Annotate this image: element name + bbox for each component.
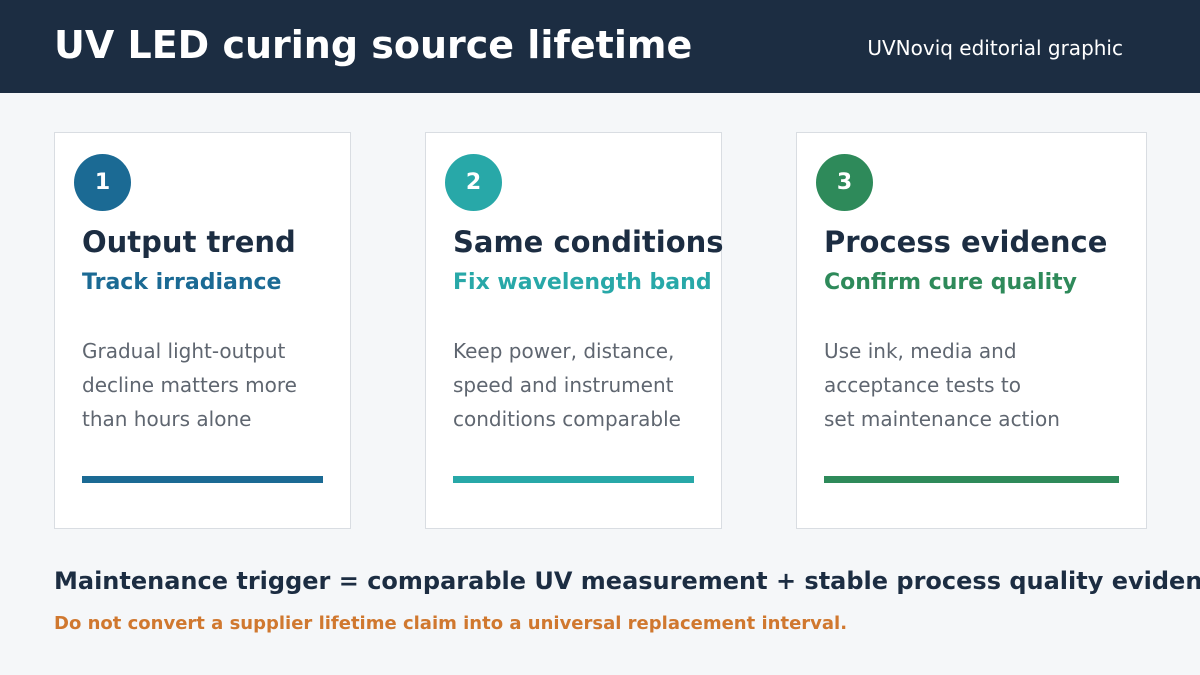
card-title: Process evidence xyxy=(824,225,1108,259)
card-body-line: acceptance tests to xyxy=(824,373,1021,397)
maintenance-trigger-statement: Maintenance trigger = comparable UV meas… xyxy=(54,567,1200,595)
card-body-line: conditions comparable xyxy=(453,407,681,431)
card-body-line: Use ink, media and xyxy=(824,339,1017,363)
card-accent-bar xyxy=(824,476,1119,483)
warning-note: Do not convert a supplier lifetime claim… xyxy=(54,613,848,634)
card-title: Same conditions xyxy=(453,225,724,259)
card-body-line: speed and instrument xyxy=(453,373,674,397)
card-body: Use ink, media and acceptance tests to s… xyxy=(824,334,1060,436)
step-number-badge: 1 xyxy=(74,154,131,211)
card-accent-bar xyxy=(82,476,323,483)
card-title: Output trend xyxy=(82,225,296,259)
card-accent-bar xyxy=(453,476,694,483)
card-output-trend: 1 Output trend Track irradiance Gradual … xyxy=(54,132,351,529)
card-body-line: Keep power, distance, xyxy=(453,339,675,363)
card-body-line: set maintenance action xyxy=(824,407,1060,431)
card-body: Gradual light-output decline matters mor… xyxy=(82,334,297,436)
card-subtitle: Fix wavelength band xyxy=(453,270,712,295)
card-process-evidence: 3 Process evidence Confirm cure quality … xyxy=(796,132,1147,529)
card-body: Keep power, distance, speed and instrume… xyxy=(453,334,681,436)
card-same-conditions: 2 Same conditions Fix wavelength band Ke… xyxy=(425,132,724,529)
header-credit: UVNoviq editorial graphic xyxy=(867,36,1123,60)
header-banner: UV LED curing source lifetime UVNoviq ed… xyxy=(0,0,1200,93)
card-body-line: decline matters more xyxy=(82,373,297,397)
card-subtitle: Confirm cure quality xyxy=(824,270,1077,295)
card-body-line: Gradual light-output xyxy=(82,339,286,363)
card-body-line: than hours alone xyxy=(82,407,252,431)
step-number-badge: 3 xyxy=(816,154,873,211)
step-number-badge: 2 xyxy=(445,154,502,211)
page-title: UV LED curing source lifetime xyxy=(54,23,693,67)
card-subtitle: Track irradiance xyxy=(82,270,282,295)
